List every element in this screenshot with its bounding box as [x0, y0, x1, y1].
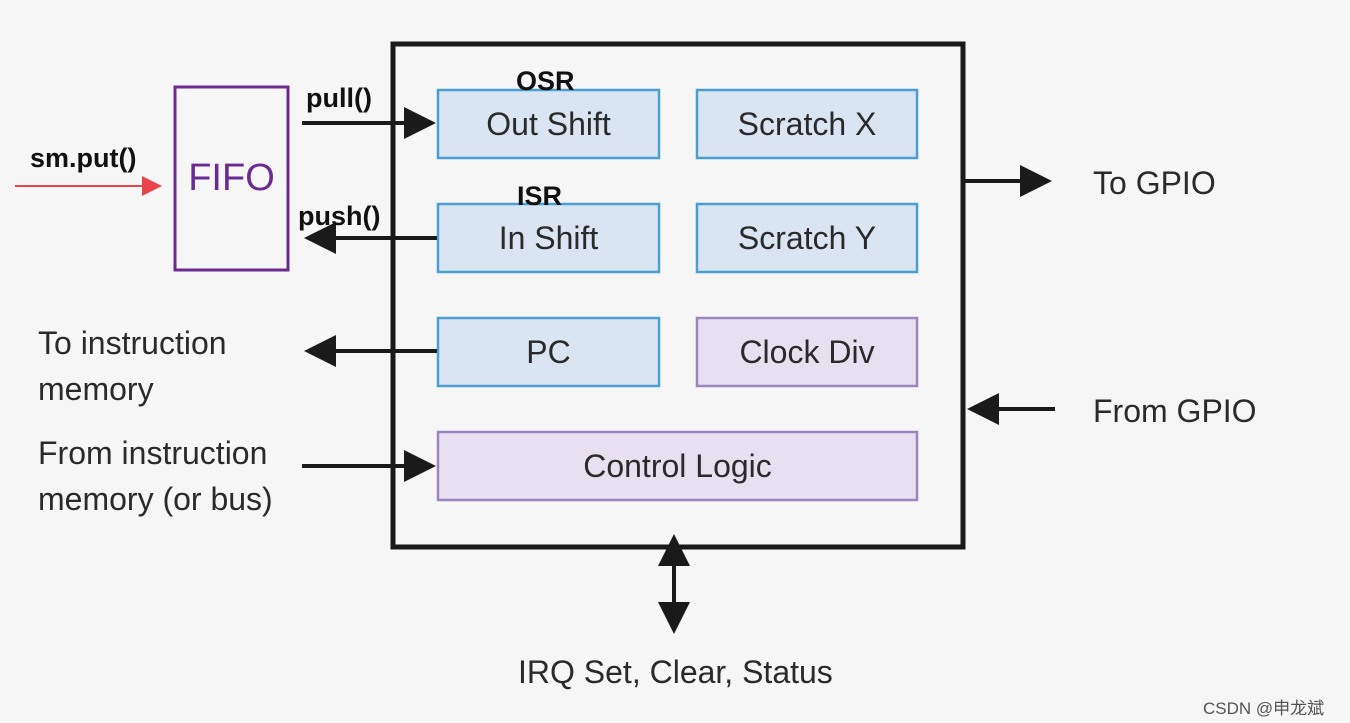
push-label: push(): [298, 201, 381, 231]
sm-put-label: sm.put(): [30, 143, 137, 173]
isr-tag: ISR: [517, 181, 563, 211]
to-gpio-label: To GPIO: [1093, 165, 1216, 201]
watermark: CSDN @申龙斌: [1203, 699, 1325, 718]
scratch-y-label: Scratch Y: [737, 219, 877, 256]
pc-label: PC: [526, 333, 571, 370]
control-logic-label: Control Logic: [583, 447, 772, 484]
pc-box: [436, 316, 661, 388]
fifo-box: [173, 85, 290, 272]
clock-div-box: [695, 316, 919, 388]
fifo-label: FIFO: [188, 157, 275, 199]
in-shift-label: In Shift: [498, 219, 599, 256]
to-instruction-memory-label: To instruction memory: [38, 325, 227, 407]
clock-div-label: Clock Div: [739, 333, 875, 370]
scratch-x-box: [695, 88, 919, 160]
irq-label: IRQ Set, Clear, Status: [518, 654, 833, 690]
scratch-y-box: [695, 202, 919, 274]
out-shift-box: [436, 88, 661, 160]
osr-tag: OSR: [516, 66, 575, 96]
out-shift-label: Out Shift: [486, 105, 611, 142]
control-logic-box: [436, 430, 919, 502]
in-shift-box: [436, 202, 661, 274]
from-gpio-label: From GPIO: [1093, 393, 1257, 429]
scratch-x-label: Scratch X: [737, 105, 877, 142]
from-instruction-memory-label: From instruction memory (or bus): [38, 435, 273, 517]
pull-label: pull(): [306, 83, 372, 113]
